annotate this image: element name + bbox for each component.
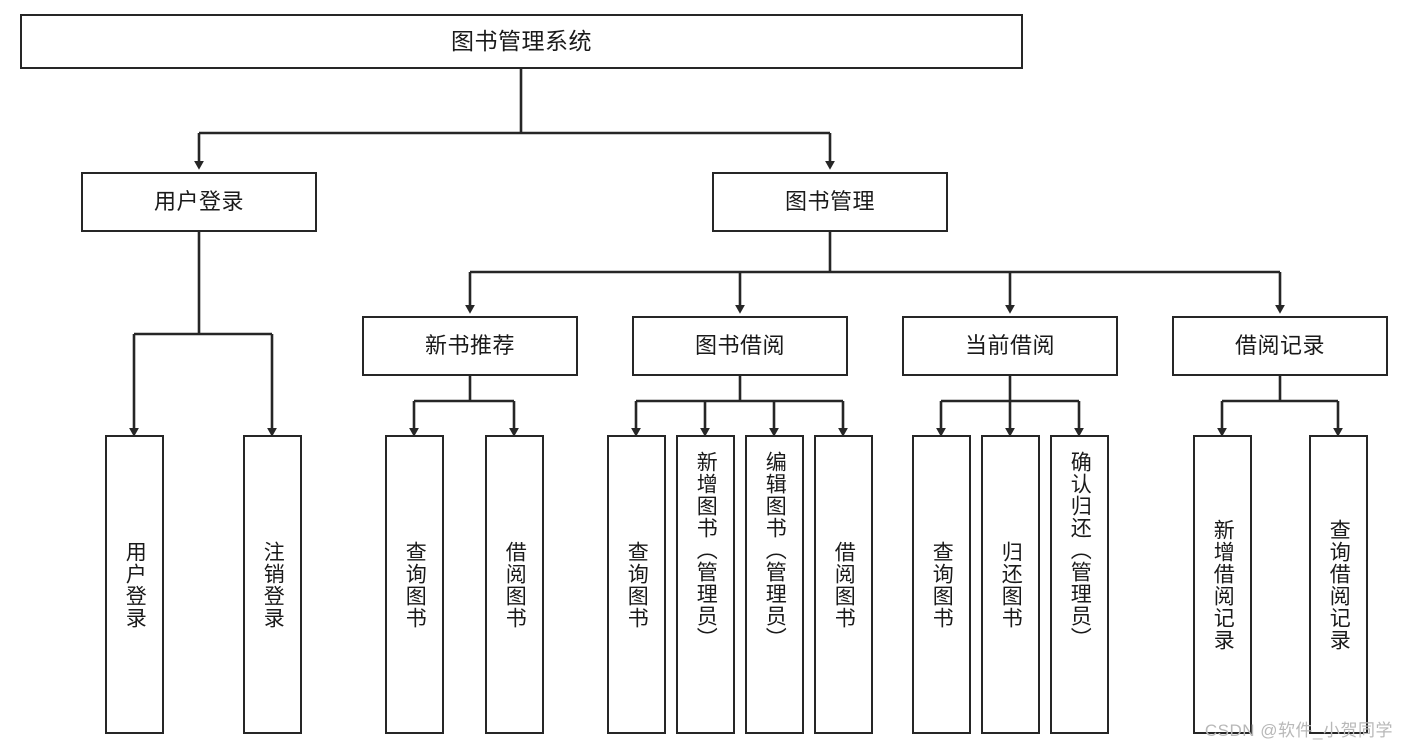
node-leaf-current-borrow-query[interactable]: 查询图书	[912, 435, 971, 734]
node-leaf-current-borrow-confirm-return[interactable]: 确认归还（管理员）	[1050, 435, 1109, 734]
node-book-management-label: 图书管理	[784, 189, 875, 215]
node-new-book-recommendation[interactable]: 新书推荐	[362, 316, 578, 376]
node-current-borrowing-label: 当前借阅	[964, 333, 1055, 359]
node-book-management[interactable]: 图书管理	[712, 172, 948, 232]
node-leaf-borrow-record-query[interactable]: 查询借阅记录	[1309, 435, 1368, 734]
node-borrowing-record-label: 借阅记录	[1234, 333, 1325, 359]
node-new-book-recommendation-label: 新书推荐	[424, 333, 515, 359]
node-leaf-current-borrow-confirm-return-label: 确认归还（管理员）	[1068, 451, 1092, 649]
node-leaf-user-login-signout-label: 注销登录	[261, 540, 285, 629]
node-leaf-book-borrow-add-label: 新增图书（管理员）	[694, 451, 718, 649]
node-leaf-current-borrow-return[interactable]: 归还图书	[981, 435, 1040, 734]
node-current-borrowing[interactable]: 当前借阅	[902, 316, 1118, 376]
node-leaf-borrow-record-query-label: 查询借阅记录	[1327, 518, 1351, 651]
node-book-borrowing-label: 图书借阅	[694, 333, 785, 359]
node-leaf-book-borrow-edit-label: 编辑图书（管理员）	[763, 451, 787, 649]
node-user-login-label: 用户登录	[153, 189, 244, 215]
node-leaf-current-borrow-return-label: 归还图书	[999, 540, 1023, 629]
node-leaf-user-login-signin-label: 用户登录	[123, 540, 147, 629]
node-leaf-book-borrow-add[interactable]: 新增图书（管理员）	[676, 435, 735, 734]
node-book-borrowing[interactable]: 图书借阅	[632, 316, 848, 376]
node-leaf-borrow-record-add-label: 新增借阅记录	[1211, 518, 1235, 651]
node-root-system[interactable]: 图书管理系统	[20, 14, 1023, 69]
node-leaf-book-borrow-query[interactable]: 查询图书	[607, 435, 666, 734]
node-leaf-book-borrow-query-label: 查询图书	[625, 540, 649, 629]
node-leaf-borrow-record-add[interactable]: 新增借阅记录	[1193, 435, 1252, 734]
watermark-text: CSDN @软件_小贺同学	[1204, 721, 1393, 740]
node-leaf-current-borrow-query-label: 查询图书	[930, 540, 954, 629]
node-leaf-new-book-borrow-label: 借阅图书	[503, 540, 527, 629]
node-borrowing-record[interactable]: 借阅记录	[1172, 316, 1388, 376]
node-leaf-book-borrow-borrow[interactable]: 借阅图书	[814, 435, 873, 734]
node-leaf-book-borrow-borrow-label: 借阅图书	[832, 540, 856, 629]
node-leaf-book-borrow-edit[interactable]: 编辑图书（管理员）	[745, 435, 804, 734]
node-leaf-new-book-borrow[interactable]: 借阅图书	[485, 435, 544, 734]
node-leaf-new-book-query-label: 查询图书	[403, 540, 427, 629]
node-leaf-user-login-signin[interactable]: 用户登录	[105, 435, 164, 734]
node-root-system-label: 图书管理系统	[451, 27, 592, 54]
node-user-login[interactable]: 用户登录	[81, 172, 317, 232]
node-leaf-user-login-signout[interactable]: 注销登录	[243, 435, 302, 734]
node-leaf-new-book-query[interactable]: 查询图书	[385, 435, 444, 734]
